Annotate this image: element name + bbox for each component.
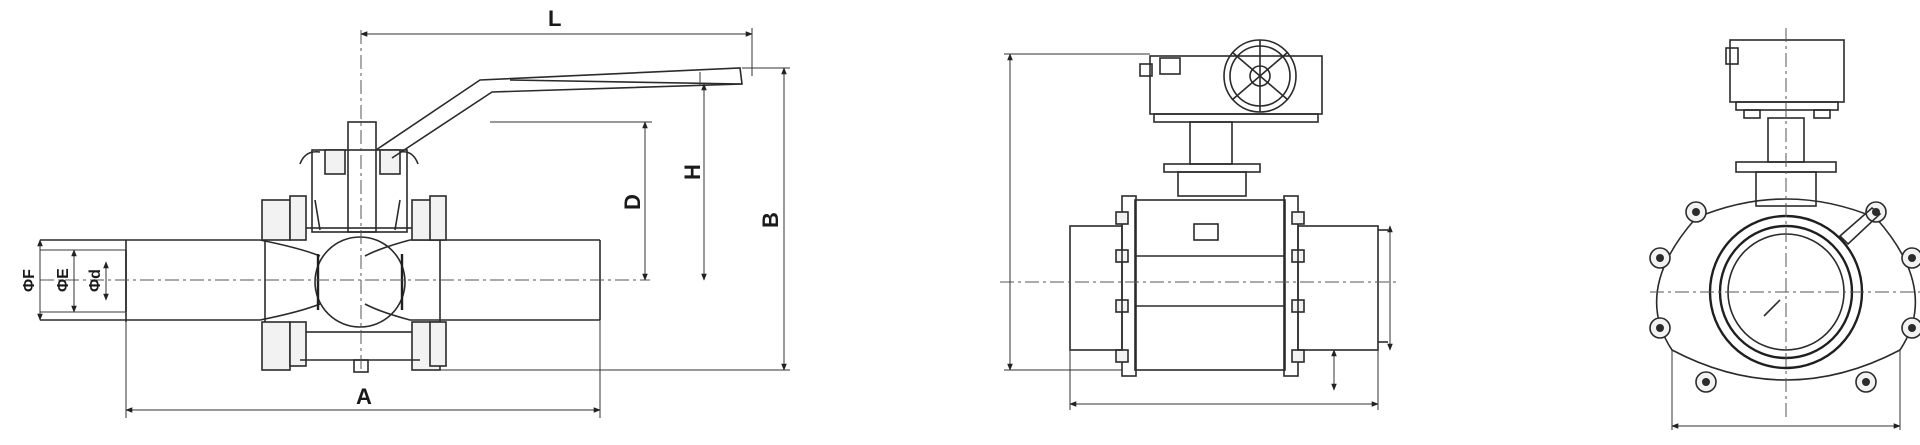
- dim-label-A: A: [356, 384, 372, 409]
- ball: [314, 236, 406, 328]
- end-bolt-holes: [1649, 201, 1920, 393]
- gearbox: [1149, 55, 1323, 115]
- dim-label-phid: Φd: [87, 269, 104, 292]
- dim-label-B: B: [758, 212, 783, 228]
- dim-label-phiF: ΦF: [21, 269, 38, 292]
- side-view-lever-valve: L H D B A ΦF ΦE Φd: [21, 6, 790, 418]
- end-view-gear-operated: [1649, 28, 1920, 430]
- right-pipe: [364, 239, 600, 321]
- dim-label-L: L: [548, 6, 561, 31]
- lever-handle: [375, 67, 743, 159]
- dim-label-H: H: [680, 164, 705, 180]
- gear-right-pipe: [1297, 225, 1379, 351]
- dim-label-phiE: ΦE: [55, 268, 72, 292]
- left-flange-nut-top: [261, 199, 291, 241]
- stem: [347, 121, 377, 233]
- left-flange-nut-bottom: [261, 321, 291, 371]
- left-pipe: [40, 239, 321, 321]
- handwheel: [1223, 39, 1297, 113]
- gear-left-pipe: [1069, 225, 1123, 351]
- dim-label-D: D: [620, 194, 645, 210]
- end-gearbox: [1729, 39, 1845, 103]
- front-view-gear-operated: [1000, 39, 1400, 410]
- gear-valve-body: [1134, 199, 1286, 371]
